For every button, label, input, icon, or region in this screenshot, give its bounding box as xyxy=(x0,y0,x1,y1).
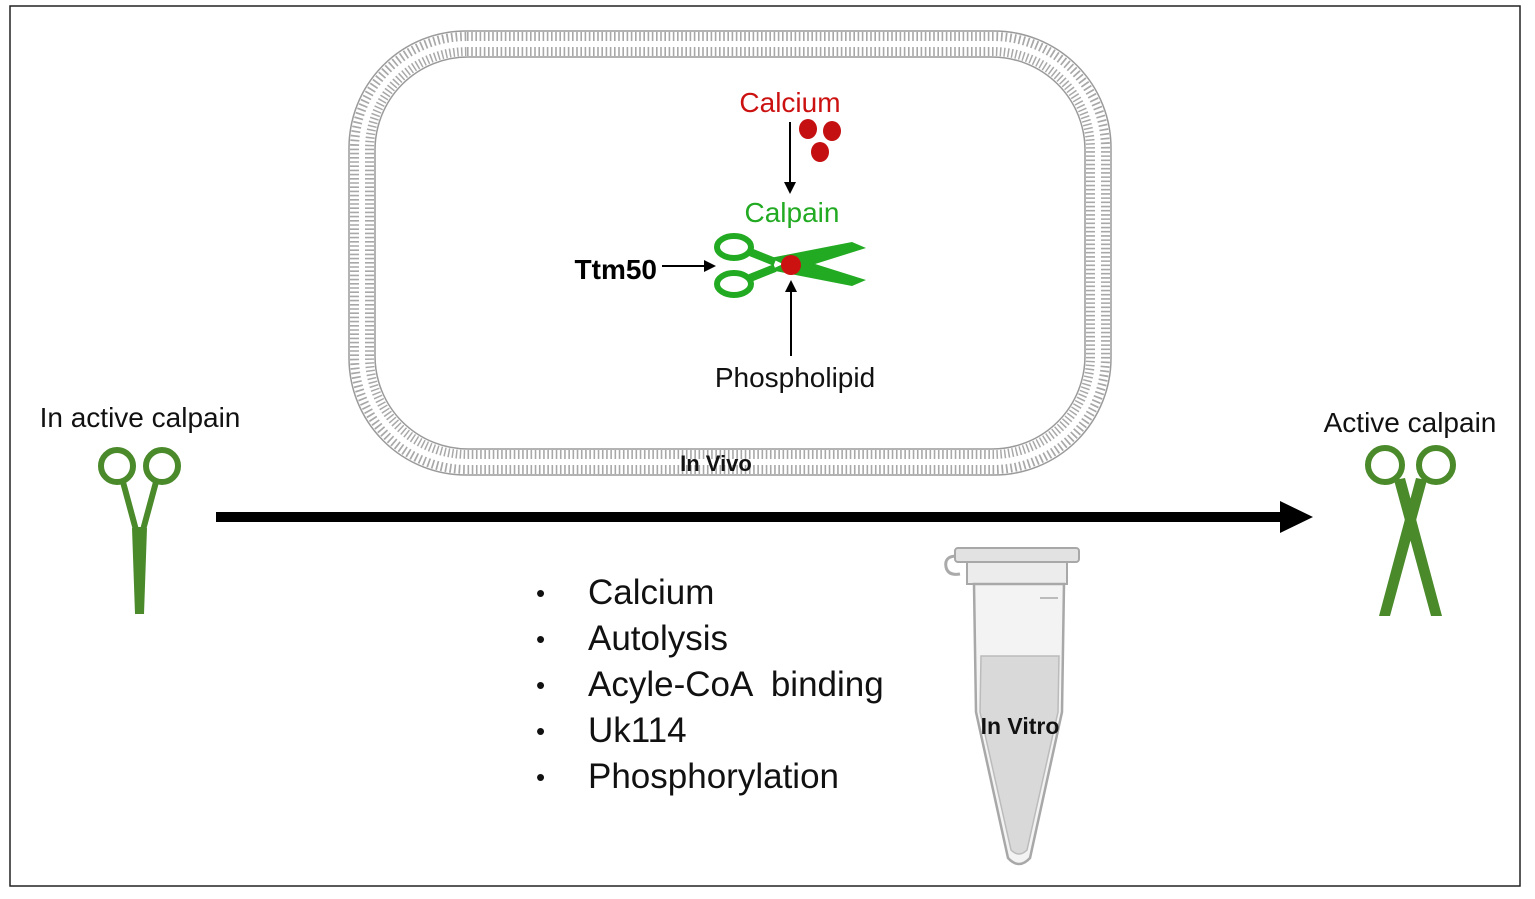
activation-arrow xyxy=(216,501,1313,533)
in-vivo-label: In Vivo xyxy=(680,451,752,476)
ttm50-label: Ttm50 xyxy=(575,254,657,285)
list-item: • Acyle-CoA binding xyxy=(528,662,884,708)
active-scissors-icon xyxy=(1365,445,1456,616)
calcium-ions xyxy=(799,119,841,162)
factor-text: Autolysis xyxy=(588,619,729,658)
factor-text: Phosphorylation xyxy=(588,757,839,796)
bullet-mark: • xyxy=(536,762,546,792)
bullet-mark: • xyxy=(536,670,546,700)
calpain-label: Calpain xyxy=(745,197,840,228)
cell-membrane xyxy=(348,30,1112,476)
active-calpain-label: Active calpain xyxy=(1324,407,1497,438)
test-tube-icon xyxy=(944,547,1080,866)
phospholipid-arrow xyxy=(785,280,797,356)
list-item: • Autolysis xyxy=(528,616,884,662)
factor-text: Acyle-CoA binding xyxy=(588,665,884,704)
factor-text: Calcium xyxy=(588,573,715,612)
calcium-to-calpain-arrow xyxy=(784,122,796,194)
factor-text: Uk114 xyxy=(588,711,687,750)
activation-factor-list: • Calcium • Autolysis • Acyle-CoA binding •… xyxy=(528,570,884,800)
phospholipid-label: Phospholipid xyxy=(715,362,875,393)
bullet-mark: • xyxy=(536,578,546,608)
calpain-scissors-icon xyxy=(714,233,866,298)
bullet-mark: • xyxy=(536,716,546,746)
list-item: • Phosphorylation xyxy=(528,754,884,800)
list-item: • Calcium xyxy=(528,570,884,616)
inactive-scissors-icon xyxy=(98,447,181,614)
ttm50-arrow xyxy=(662,260,716,272)
list-item: • Uk114 xyxy=(528,708,884,754)
inactive-calpain-label: In active calpain xyxy=(40,402,241,433)
bullet-mark: • xyxy=(536,624,546,654)
figure-border xyxy=(9,5,1521,887)
calcium-label: Calcium xyxy=(739,87,840,118)
in-vitro-label: In Vitro xyxy=(981,713,1060,739)
